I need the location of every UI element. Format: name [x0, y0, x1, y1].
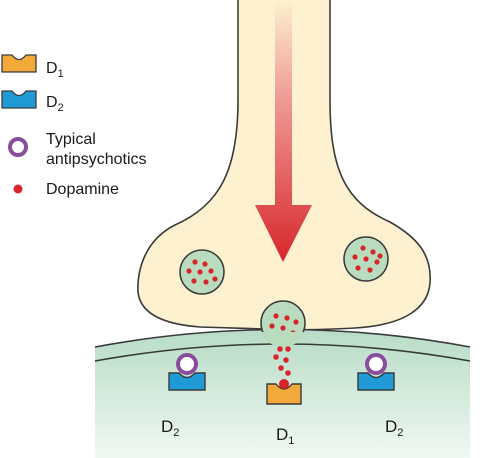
signal-arrow-icon	[255, 0, 312, 262]
dopamine-dot-icon	[13, 184, 23, 194]
typical-antipsychotic-left	[176, 353, 198, 375]
vesicle-left	[179, 249, 225, 295]
legend-dopamine-label: Dopamine	[46, 181, 119, 198]
bound-dopamine	[279, 379, 289, 389]
legend-antipsychotic-line1: Typical	[46, 131, 96, 148]
receptor-label-left: D2	[161, 417, 179, 439]
vesicle-right	[343, 236, 389, 282]
d1-receptor-center	[266, 379, 302, 405]
d1-receptor-icon	[1, 54, 37, 73]
released-dopamine	[273, 346, 291, 376]
legend-antipsychotic-line2: antipsychotics	[46, 151, 147, 168]
legend-d1-label: D1	[46, 60, 64, 80]
d2-receptor-right	[357, 353, 395, 391]
d2-receptor-icon	[1, 90, 37, 109]
d2-receptor-left	[168, 353, 206, 391]
receptor-label-center: D1	[276, 425, 294, 447]
receptor-label-right: D2	[385, 417, 403, 439]
typical-antipsychotic-icon	[8, 137, 28, 157]
typical-antipsychotic-right	[365, 353, 387, 375]
legend: D1 D2 Typical antipsychotics Dopamine	[1, 54, 147, 198]
legend-d2-label: D2	[46, 94, 64, 114]
vesicle-fusion-opening	[262, 332, 304, 348]
